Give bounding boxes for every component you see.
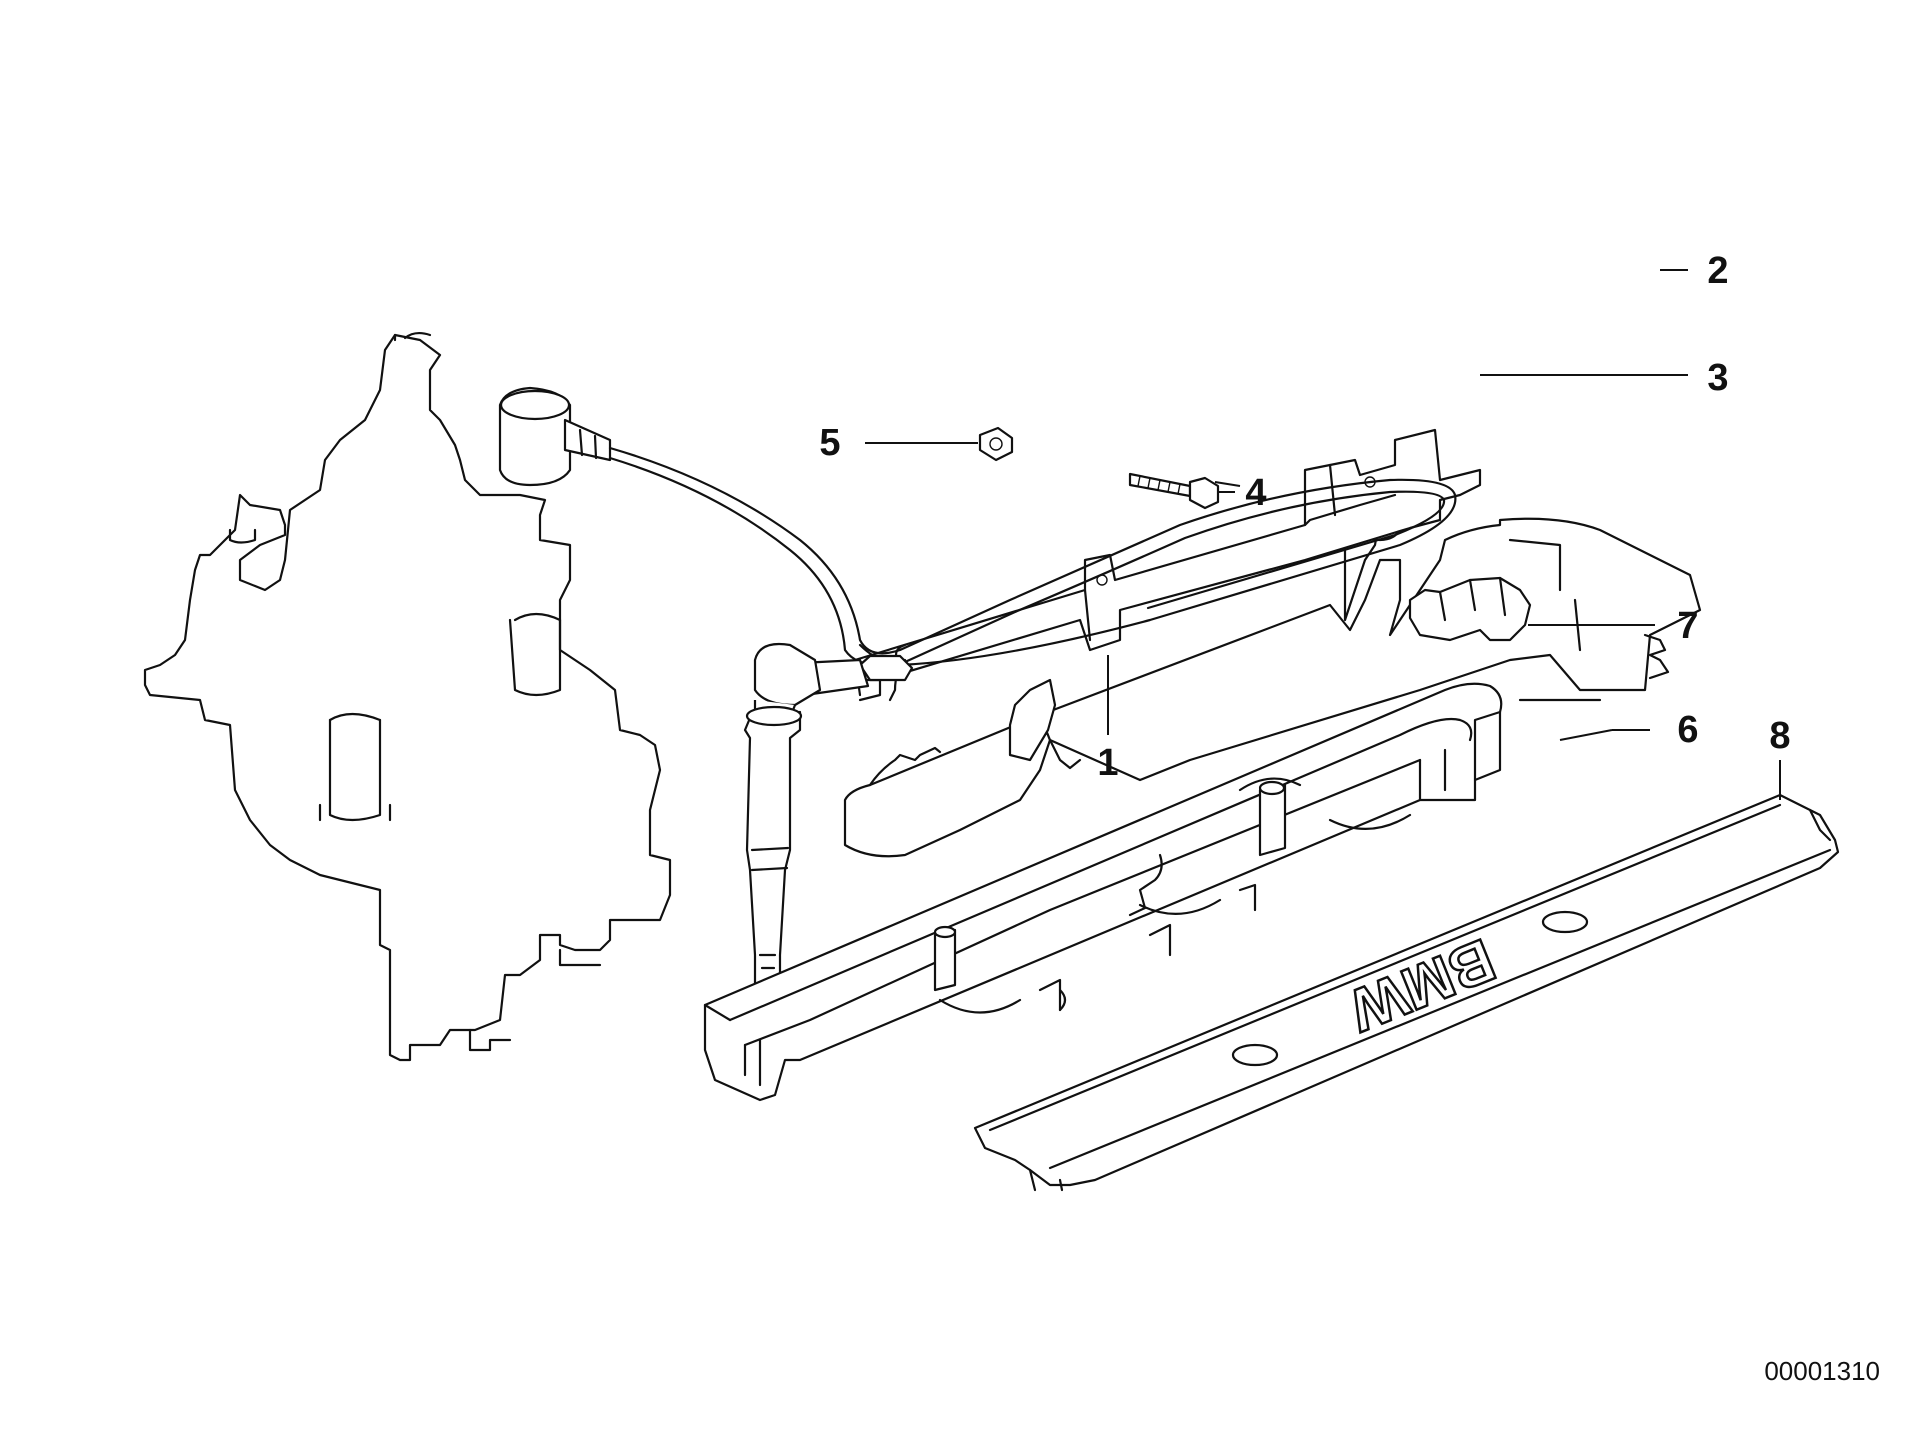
part-6-ignition-coil-tray xyxy=(703,682,1602,1102)
part-1-ignition-lead xyxy=(498,386,1457,988)
part-4-bolt xyxy=(1128,472,1220,510)
callout-1: 1 xyxy=(1097,742,1118,784)
callouts: 1 2 3 4 5 6 7 8 xyxy=(819,250,1790,784)
callout-2: 2 xyxy=(1707,250,1728,292)
part-5-nut xyxy=(978,426,1014,462)
callout-8: 8 xyxy=(1769,715,1790,757)
callout-5: 5 xyxy=(819,422,840,464)
part-7-clip xyxy=(1408,576,1532,642)
callout-3: 3 xyxy=(1707,357,1728,399)
engine-outline xyxy=(143,331,672,1062)
part-3-bracket-rail xyxy=(853,428,1482,702)
callout-7: 7 xyxy=(1677,605,1698,647)
callout-4: 4 xyxy=(1245,472,1266,514)
leader-lines xyxy=(865,269,1781,800)
callout-6: 6 xyxy=(1677,709,1698,751)
diagram-reference-number: 00001310 xyxy=(1764,1356,1880,1386)
